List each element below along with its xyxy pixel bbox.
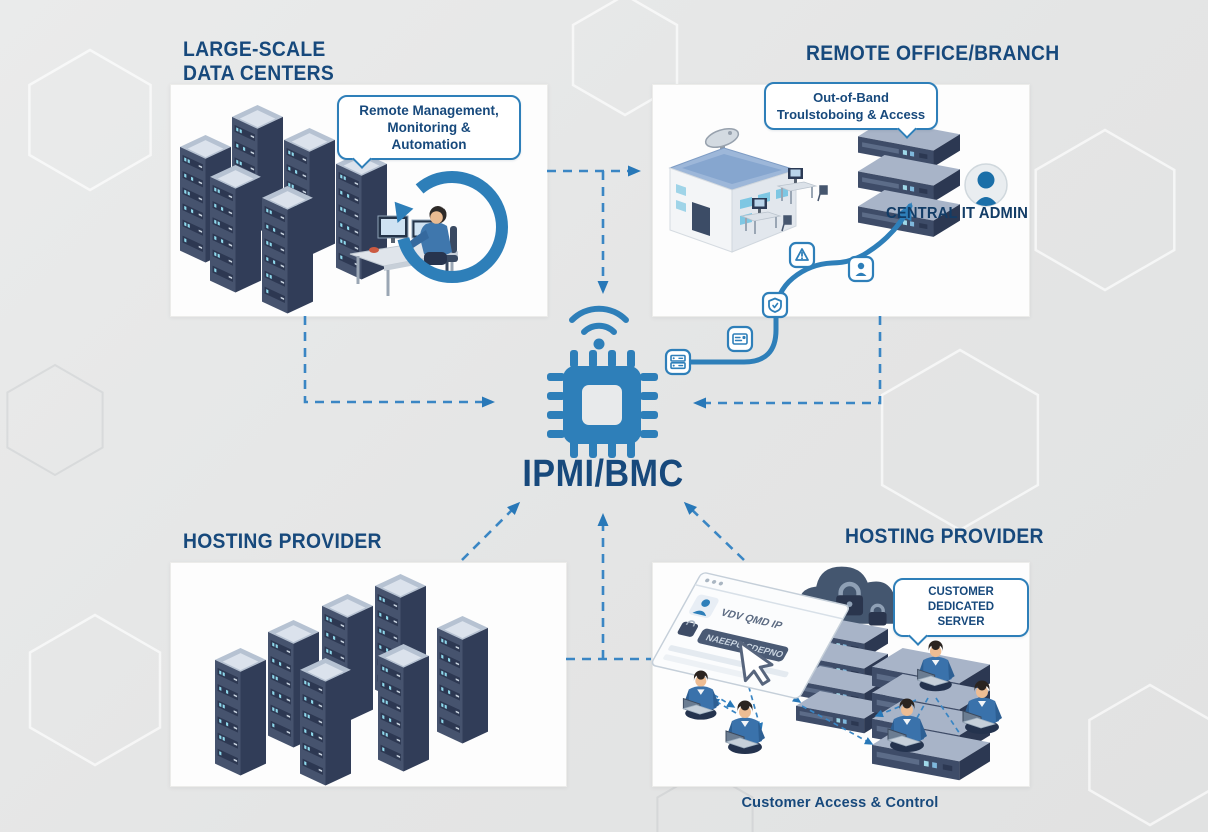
- bubble-dedicated-server: CUSTOMER DEDICATED SERVER: [893, 578, 1029, 637]
- path-badges: [664, 241, 875, 376]
- hub-connectors: [303, 165, 882, 661]
- wifi-icon: [569, 305, 629, 350]
- title-hosting-right: HOSTING PROVIDER: [845, 525, 1044, 548]
- id-card-icon: [726, 325, 754, 353]
- mouse-icon: [369, 247, 379, 253]
- title-hosting-left: HOSTING PROVIDER: [183, 530, 382, 553]
- oob-access-path: [687, 202, 913, 365]
- remote-console-window: VDV QMD IP NAEEPU CDEPNO: [651, 572, 850, 699]
- arrow-hosting-right-to-hub: [683, 501, 745, 561]
- bubble-remote-management: Remote Management, Monitoring & Automati…: [337, 95, 521, 160]
- warning-icon: [788, 241, 816, 269]
- hosting-rack-cluster: [215, 574, 488, 786]
- title-data-centers: LARGE-SCALE DATA CENTERS: [183, 38, 334, 86]
- bubble-out-of-band: Out-of-Band Troulstoboing & Access: [764, 82, 938, 130]
- arrow-branch-to-hub: [693, 316, 882, 409]
- user-icon: [847, 255, 875, 283]
- server-icon: [664, 348, 692, 376]
- title-remote-office: REMOTE OFFICE/BRANCH: [806, 42, 1060, 65]
- branch-office-building: [668, 128, 798, 253]
- admin-avatar: [964, 163, 1008, 207]
- title-line: DATA CENTERS: [183, 62, 335, 85]
- shield-icon: [761, 291, 789, 319]
- customer-access-caption: Customer Access & Control: [741, 795, 939, 811]
- hub-label: IPMI/BMC: [522, 453, 684, 495]
- central-it-admin-label: CENTRAL IT ADMIN: [886, 205, 1029, 222]
- arrow-datacenter-to-hub: [303, 316, 495, 408]
- title-line: LARGE-SCALE: [183, 38, 326, 61]
- chip-icon: [547, 350, 658, 458]
- cursor-icon: [738, 640, 774, 686]
- arrow-hosting-left-to-hub: [461, 501, 521, 561]
- satellite-dish-icon: [704, 128, 740, 156]
- automation-cycle-arrow: [394, 171, 508, 283]
